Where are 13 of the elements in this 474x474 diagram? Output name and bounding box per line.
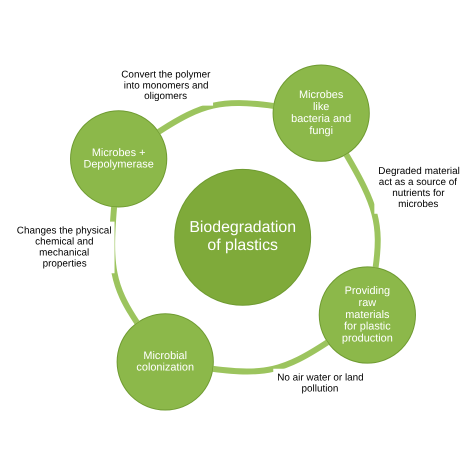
node-circle: Microbes like bacteria and fungi — [272, 64, 370, 162]
connector — [344, 152, 381, 268]
edge-label: No air water or land pollution — [277, 372, 364, 394]
connector — [212, 339, 330, 374]
edge-label: Degraded material act as a source of nutrients for microbes — [378, 166, 460, 210]
connector — [157, 100, 274, 134]
edge-label: Changes the physical chemical and mechanical properties — [16, 225, 112, 269]
node-circle: Microbial colonization — [116, 312, 214, 410]
node-circle: Microbes + Depolymerase — [70, 110, 168, 208]
edge-label: Convert the polymer into monomers and oligomers — [121, 68, 210, 102]
connector — [109, 206, 140, 324]
node-circle: Biodegradation of plastics — [174, 168, 312, 306]
node-circle: Providing raw materials for plastic production — [318, 266, 416, 364]
